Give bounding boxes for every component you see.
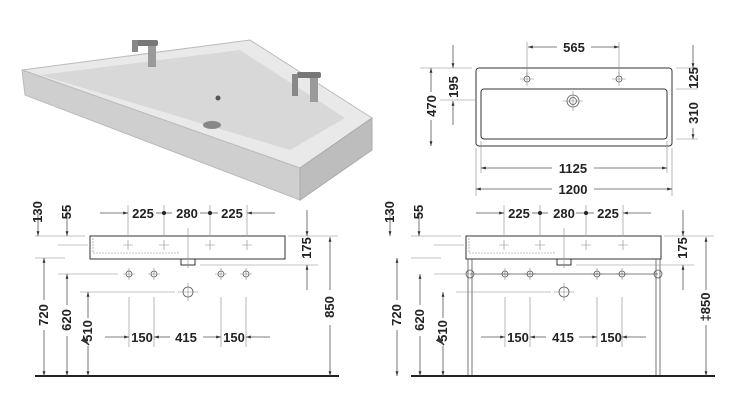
dim-310: 310 [686,102,701,124]
dim-225-right: 225 [597,206,619,221]
tap-hole-icon [581,240,591,250]
dim-470: 470 [424,95,439,117]
dim-130: 130 [382,201,397,223]
dim-620: 620 [412,309,427,331]
dim-125: 125 [686,67,701,89]
basin-body [465,235,662,260]
dim-150-right: 150 [223,330,245,345]
washbasin-photo [21,39,373,201]
dim-720: 720 [36,304,51,326]
dim-225-left: 225 [132,206,154,221]
dim-850: ‡850 [698,293,713,322]
basin-body [89,235,286,260]
dim-415: 415 [552,330,574,345]
dim-175: 175 [299,237,314,259]
tap-hole-icon [159,240,169,250]
dim-565: 565 [563,40,585,55]
plan-view: 565 470 195 125 310 1125 1200 [420,40,701,197]
dim-280: 280 [176,206,198,221]
dim-150-left: 150 [131,330,153,345]
dim-850: 850 [322,296,337,318]
drain-icon [563,91,583,111]
dim-1125: 1125 [559,161,587,176]
arrow-icon [80,336,90,346]
dim-55: 55 [59,205,74,219]
dim-55: 55 [411,205,426,219]
tap-hole-icon [123,240,133,250]
dim-510: 510 [435,320,450,342]
dim-150-left: 150 [507,330,529,345]
dim-620: 620 [59,309,74,331]
tap-hole-icon [205,240,215,250]
dim-225-left: 225 [508,206,530,221]
dim-225-right: 225 [221,206,243,221]
dim-195: 195 [446,76,461,98]
tap-hole-icon [242,240,252,250]
front-elevation-wall-mounted: 225 280 225 150 415 150 130 55 720 620 510 175 850 [30,201,339,377]
dim-415: 415 [175,330,197,345]
tap-hole-icon [535,240,545,250]
dim-150-right: 150 [600,330,622,345]
tap-hole-icon [618,240,628,250]
dim-130: 130 [30,201,45,223]
faucet-icon [292,72,321,102]
dim-1200: 1200 [559,182,588,197]
dim-510: 510 [80,320,95,342]
console-leg [467,259,661,376]
faucet-icon [132,40,158,67]
dim-280: 280 [553,206,575,221]
dim-720: 720 [389,304,404,326]
tap-hole-icon [499,240,509,250]
dim-175: 175 [675,237,690,259]
front-elevation-with-console: 225 280 225 150 415 150 130 55 720 620 510 175 ‡850 [382,201,715,377]
arrow-icon [435,336,445,346]
